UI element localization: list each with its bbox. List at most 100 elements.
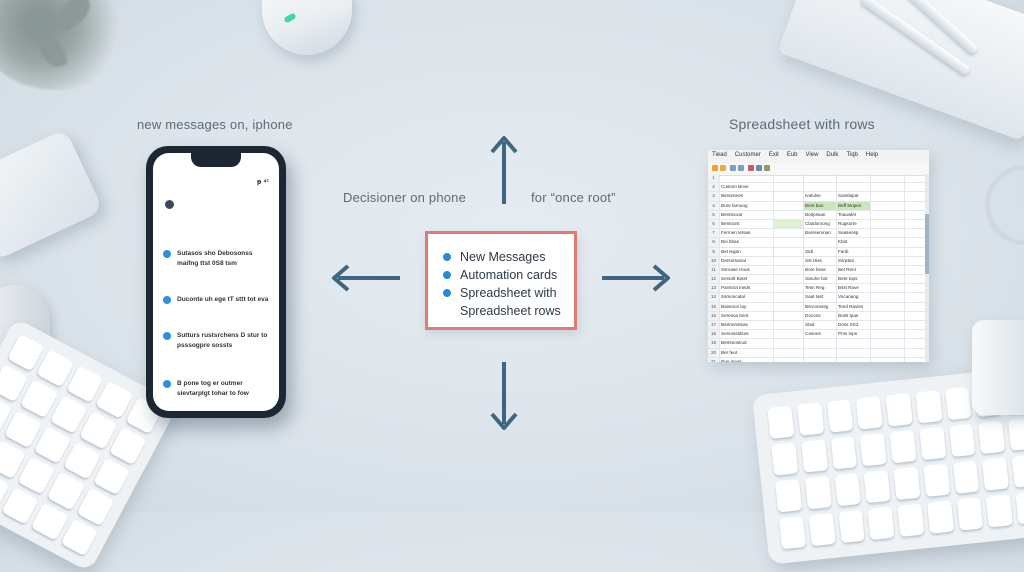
table-cell[interactable] [871, 302, 905, 311]
table-cell[interactable] [871, 256, 905, 265]
table-cell[interactable]: Sersosstdsos [720, 330, 774, 339]
table-cell[interactable]: Tesn Reg [804, 284, 837, 293]
table-cell[interactable]: Bet tegan [720, 247, 774, 256]
table-cell[interactable]: Fermen tetsas [720, 229, 774, 238]
table-cell[interactable]: Ssrsoncatal [720, 293, 774, 302]
menu-item[interactable]: Customer [734, 152, 761, 158]
menu-item[interactable]: View [805, 152, 819, 158]
table-cell[interactable] [871, 174, 905, 183]
table-cell[interactable] [837, 357, 871, 362]
table-cell[interactable] [774, 293, 804, 302]
table-cell[interactable] [720, 174, 774, 183]
menu-item[interactable]: Dulk [826, 152, 839, 158]
table-cell[interactable]: Custom Bove [720, 183, 774, 192]
table-cell[interactable]: Pansnot ineds [720, 284, 774, 293]
table-cell[interactable] [774, 357, 804, 362]
menu-item[interactable]: Tiead [712, 152, 727, 158]
menu-item[interactable]: Tiqb [846, 152, 858, 158]
table-cell[interactable] [837, 183, 871, 192]
table-cell[interactable] [871, 357, 905, 362]
table-cell[interactable]: Stad [804, 321, 837, 330]
undo-icon[interactable] [730, 165, 736, 171]
table-cell[interactable] [871, 293, 905, 302]
table-cell[interactable] [871, 238, 905, 247]
table-cell[interactable]: Bansoon lay [720, 302, 774, 311]
table-cell[interactable]: Ber feut [720, 348, 774, 357]
table-cell[interactable] [774, 284, 804, 293]
table-cell[interactable]: Docons [804, 311, 837, 320]
table-cell[interactable]: Toauwlet [837, 210, 871, 219]
table-cell[interactable] [774, 311, 804, 320]
table-cell[interactable] [837, 174, 871, 183]
table-cell[interactable]: Bure farnuog [720, 201, 774, 210]
table-icon[interactable] [756, 165, 762, 171]
table-cell[interactable] [871, 330, 905, 339]
table-cell[interactable]: Bertnenstsas [720, 321, 774, 330]
table-cell[interactable]: Bersenees [720, 192, 774, 201]
table-cell[interactable] [774, 265, 804, 275]
menu-item[interactable]: Eub [786, 152, 798, 158]
table-cell[interactable]: Kbst [837, 238, 871, 247]
table-cell[interactable] [871, 192, 905, 201]
table-cell[interactable] [774, 330, 804, 339]
table-cell[interactable] [871, 210, 905, 219]
chart-icon[interactable] [764, 165, 770, 171]
table-cell[interactable] [804, 174, 837, 183]
table-cell[interactable] [774, 219, 804, 229]
table-cell[interactable]: Seaseosp [837, 229, 871, 238]
table-cell[interactable] [871, 284, 905, 293]
spreadsheet-scrollbar[interactable] [925, 174, 929, 362]
table-cell[interactable] [871, 183, 905, 192]
table-cell[interactable] [774, 302, 804, 311]
table-cell[interactable]: Seresoa bent [720, 311, 774, 320]
table-cell[interactable] [871, 321, 905, 330]
table-cell[interactable] [774, 321, 804, 330]
table-cell[interactable]: Bsrnonsntg [804, 302, 837, 311]
table-cell[interactable]: Rugsorte [837, 219, 871, 229]
table-cell[interactable] [774, 247, 804, 256]
table-cell[interactable]: Beff Mopes [837, 201, 871, 210]
table-cell[interactable] [804, 357, 837, 362]
table-cell[interactable]: Bei bbas [720, 238, 774, 247]
table-cell[interactable] [774, 201, 804, 210]
table-cell[interactable] [804, 348, 837, 357]
table-cell[interactable] [871, 311, 905, 320]
table-cell[interactable] [871, 219, 905, 229]
table-cell[interactable] [774, 275, 804, 284]
table-cell[interactable]: Bent ban [804, 201, 837, 210]
table-cell[interactable]: Caones [804, 330, 837, 339]
table-cell[interactable] [774, 174, 804, 183]
table-cell[interactable] [871, 348, 905, 357]
table-cell[interactable]: Sidt [804, 247, 837, 256]
redo-icon[interactable] [738, 165, 744, 171]
table-cell[interactable]: Boe meas [720, 357, 774, 362]
table-cell[interactable] [774, 229, 804, 238]
table-cell[interactable]: Saruhe bot [804, 275, 837, 284]
table-cell[interactable]: Borlpssan [804, 210, 837, 219]
table-cell[interactable]: Fanb [837, 247, 871, 256]
table-cell[interactable] [871, 275, 905, 284]
table-cell[interactable] [774, 348, 804, 357]
table-cell[interactable]: Vocanang [837, 293, 871, 302]
table-cell[interactable]: Bersiscvat [720, 210, 774, 219]
table-cell[interactable]: Cbatlomong [804, 219, 837, 229]
table-cell[interactable]: Doss SS2 [837, 321, 871, 330]
table-cell[interactable] [774, 183, 804, 192]
table-cell[interactable]: Bertsnostnal [720, 339, 774, 348]
table-cell[interactable]: Ivatulse [804, 192, 837, 201]
table-cell[interactable] [774, 192, 804, 201]
table-cell[interactable]: Barssemnan [804, 229, 837, 238]
table-cell[interactable]: Beet tops [837, 275, 871, 284]
table-cell[interactable]: Saat tast [804, 293, 837, 302]
table-cell[interactable]: Bore bese [804, 265, 837, 275]
table-cell[interactable]: Ssroase Hoos [720, 265, 774, 275]
table-cell[interactable] [774, 238, 804, 247]
table-cell[interactable] [837, 339, 871, 348]
format-icon[interactable] [748, 165, 754, 171]
table-cell[interactable] [774, 339, 804, 348]
table-cell[interactable] [774, 256, 804, 265]
table-cell[interactable]: Sst Hiss [804, 256, 837, 265]
table-cell[interactable] [804, 238, 837, 247]
menu-item[interactable]: Exit [768, 152, 779, 158]
